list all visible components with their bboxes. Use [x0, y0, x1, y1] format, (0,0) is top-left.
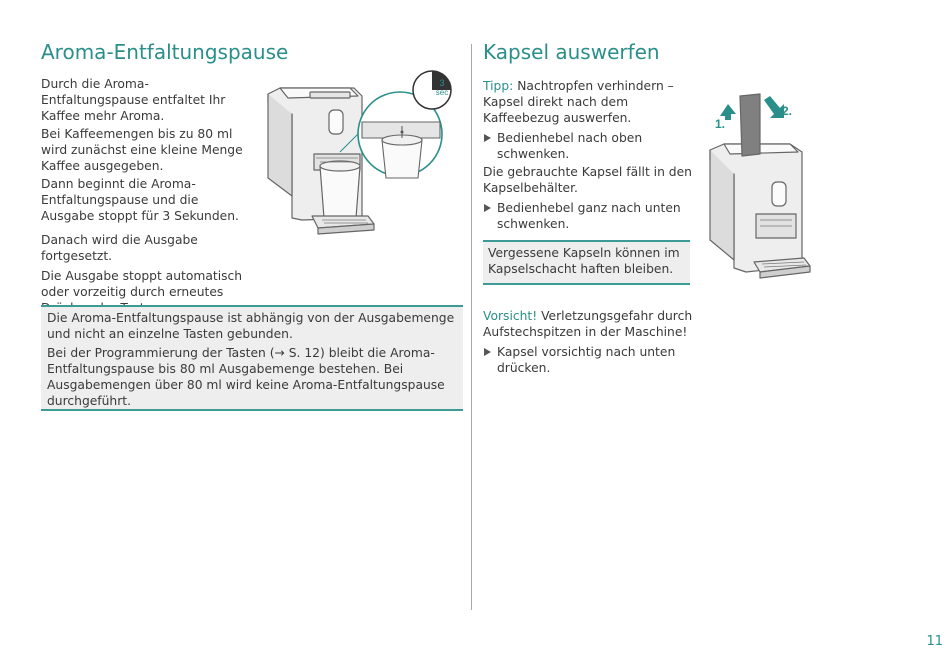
- arrow-up-icon: [720, 104, 736, 120]
- coffee-machine-illustration: 3 sec: [267, 70, 452, 235]
- capsule-falls-text: Die gebrauchte Kapsel fällt in den Kapse…: [483, 165, 692, 195]
- bullet-lever-up: Bedienhebel nach oben schwenken.: [483, 130, 693, 162]
- note-programming: Bei der Programmierung der Tasten (→ S. …: [47, 346, 445, 408]
- warning-block: Vorsicht! Verletzungsgefahr durch Aufste…: [483, 308, 693, 378]
- column-divider: [471, 44, 472, 610]
- bullet-press-capsule: Kapsel vorsichtig nach unten drücken.: [483, 344, 693, 376]
- arrow-down-icon: [764, 96, 784, 118]
- warning-paragraph: Vorsicht! Verletzungsgefahr durch Aufste…: [483, 308, 693, 340]
- tip-paragraph: Tipp: Nachtropfen verhindern – Kapsel di…: [483, 78, 693, 126]
- timer-value: 3: [439, 78, 444, 88]
- tip-label: Tipp:: [483, 79, 514, 93]
- paragraph-continue: Danach wird die Ausgabe fortgesetzt.: [41, 233, 198, 263]
- step-1-label: 1.: [715, 117, 725, 131]
- bullet-lever-up-text: Bedienhebel nach oben schwenken.: [497, 131, 643, 161]
- step-2-label: 2.: [782, 104, 792, 118]
- left-text-block: Durch die Aroma-Entfaltungspause entfalt…: [41, 76, 249, 318]
- warning-label: Vorsicht!: [483, 309, 538, 323]
- warning-text: Verletzungsgefahr durch Aufstechspitzen …: [483, 309, 693, 339]
- note-forgotten-capsules: Vergessene Kapseln können im Kapselschac…: [488, 246, 680, 276]
- bullet-lever-down-text: Bedienhebel ganz nach unten schwenken.: [497, 201, 681, 231]
- bullet-press-capsule-text: Kapsel vorsichtig nach unten drücken.: [497, 345, 676, 375]
- capsule-eject-illustration: 1. 2.: [709, 93, 811, 279]
- right-heading: Kapsel auswerfen: [483, 40, 660, 64]
- paragraph-intro: Durch die Aroma-Entfaltungspause entfalt…: [41, 77, 226, 123]
- paragraph-amount: Bei Kaffeemengen bis zu 80 ml wird zunäc…: [41, 127, 243, 173]
- bullet-arrow-icon: [484, 204, 491, 212]
- left-heading: Aroma-Entfaltungspause: [41, 40, 289, 64]
- tip-text: Nachtropfen verhindern – Kapsel direkt n…: [483, 79, 674, 125]
- page-number: 11: [926, 634, 943, 649]
- right-text-block: Tipp: Nachtropfen verhindern – Kapsel di…: [483, 78, 693, 234]
- note-dependency: Die Aroma-Entfaltungspause ist abhängig …: [47, 311, 455, 341]
- bullet-arrow-icon: [484, 134, 491, 142]
- bullet-lever-down: Bedienhebel ganz nach unten schwenken.: [483, 200, 693, 232]
- timer-unit: sec: [436, 88, 448, 97]
- right-note-box: Vergessene Kapseln können im Kapselschac…: [483, 240, 690, 285]
- left-note-box: Die Aroma-Entfaltungspause ist abhängig …: [41, 305, 463, 411]
- bullet-arrow-icon: [484, 348, 491, 356]
- paragraph-pause: Dann beginnt die Aroma-Entfaltungspause …: [41, 177, 239, 223]
